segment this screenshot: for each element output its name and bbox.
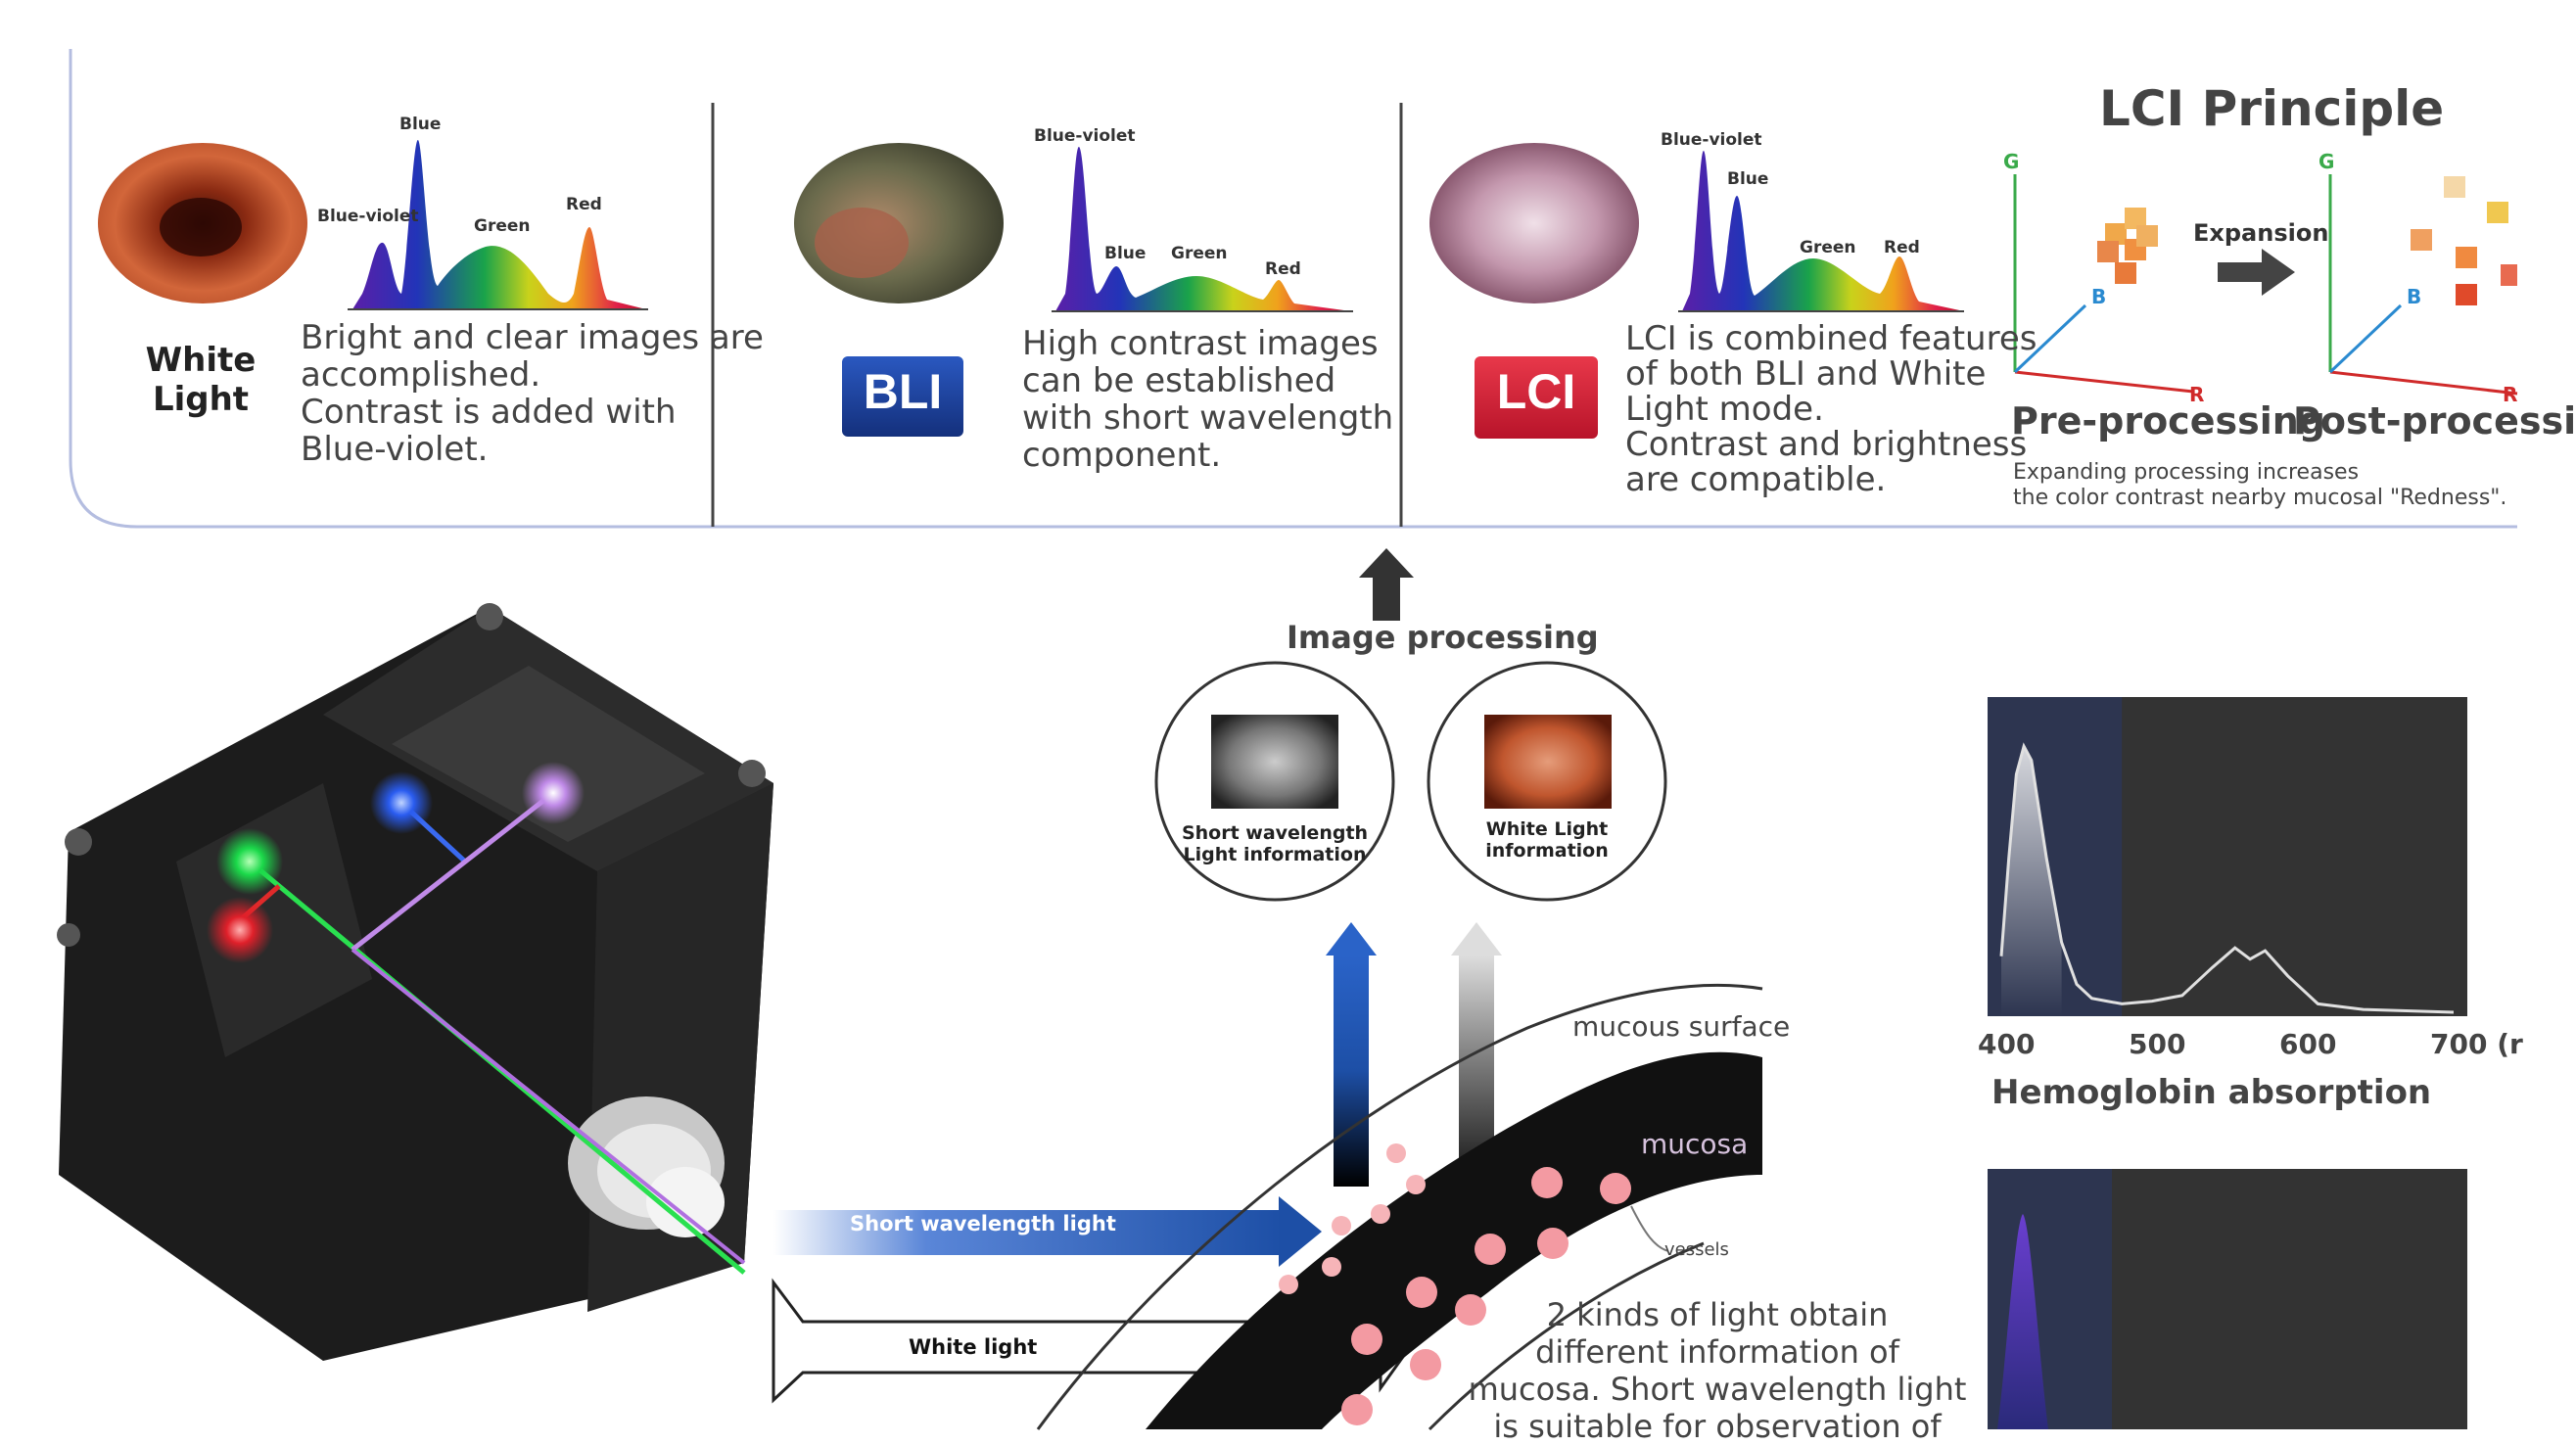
expansion-label: Expansion <box>2193 219 2328 247</box>
spectrum-label-green: Green <box>1800 238 1856 257</box>
lumen <box>160 198 242 256</box>
blue-up-arrow <box>1326 922 1377 1187</box>
lci-principle-title: LCI Principle <box>2099 80 2445 137</box>
lci-description: LCI is combined features of both BLI and… <box>1625 319 2037 499</box>
image-processing-title: Image processing <box>1287 619 1599 656</box>
spectrum-label-blue: Blue <box>1727 169 1768 189</box>
spectrum-label-blue: Blue <box>1104 244 1146 263</box>
color-cluster-post <box>2411 176 2517 305</box>
x-tick-label: 600 <box>2279 1028 2336 1060</box>
second-spectrum-chart <box>1988 1169 2467 1429</box>
absorption-curve <box>1999 742 2455 1014</box>
white-light-title: White Light <box>145 341 257 419</box>
expansion-arrow: Expansion <box>2193 219 2328 296</box>
white-light-info-label: White Light information <box>1485 818 1609 862</box>
white-light-bar-label: White light <box>909 1335 1038 1359</box>
top-frame <box>69 49 2517 529</box>
mucosa-section <box>1036 983 1763 1431</box>
spectrum-label-green: Green <box>1171 244 1228 263</box>
lci-logo: LCI <box>1475 356 1598 439</box>
post-processing-label: Post-processi <box>2293 399 2576 443</box>
spectrum-label-green: Green <box>474 216 531 236</box>
principle-pre-axes: G B R <box>2003 150 2204 406</box>
white-light-description: Bright and clear images are accomplished… <box>301 318 764 469</box>
axis-r-label: R <box>2189 383 2204 406</box>
axis-g-label: G <box>2003 150 2019 173</box>
principle-post-axes: G B R <box>2318 150 2517 406</box>
axis-b-label: B <box>2407 285 2421 308</box>
endoscopy-image-lci <box>1429 143 1639 303</box>
up-arrow-processing <box>1359 548 1414 621</box>
bli-logo: BLI <box>842 356 963 437</box>
spectrum-lci: Blue-violet Blue Green Red <box>1661 130 1964 312</box>
vessels-label: vessels <box>1664 1239 1729 1260</box>
spectrum-label-blue-violet: Blue-violet <box>1034 126 1136 146</box>
lesion <box>815 208 909 278</box>
white-light-bar <box>772 1278 1412 1404</box>
short-wavelength-info-circle <box>1154 661 1395 902</box>
short-wavelength-info-label: Short wavelength Light information <box>1181 822 1369 865</box>
x-tick-label: 500 <box>2129 1028 2185 1060</box>
chart-title: Hemoglobin absorption <box>1991 1073 2432 1112</box>
principle-note: Expanding processing increases the color… <box>2013 460 2507 510</box>
white-light-info-circle <box>1427 661 1667 902</box>
hemoglobin-absorption-chart: 400 500 600 700 (r <box>1978 697 2523 1060</box>
spectrum-label-red: Red <box>566 195 602 214</box>
mucosa-label: mucosa <box>1641 1128 1749 1160</box>
x-tick-label: 400 <box>1978 1028 2035 1060</box>
diagram-canvas: Blue Blue-violet Green Red Blue-violet B… <box>57 49 2523 1431</box>
short-wavelength-light-bar <box>773 1196 1322 1267</box>
short-wavelength-light-label: Short wavelength light <box>850 1212 1116 1235</box>
pre-processing-label: Pre-processing <box>2011 399 2325 443</box>
spectrum-white-light: Blue Blue-violet Green Red <box>317 115 648 310</box>
mucous-surface-label: mucous surface <box>1572 1010 1791 1043</box>
light-source-unit <box>57 603 773 1361</box>
axis-g-label: G <box>2318 150 2334 173</box>
explanation-text: 2 kinds of light obtain different inform… <box>1468 1296 1967 1445</box>
spectrum-label-blue-violet: Blue-violet <box>317 207 419 226</box>
spectrum-label-blue-violet: Blue-violet <box>1661 130 1762 150</box>
color-cluster-pre <box>2097 208 2158 284</box>
axis-b-label: B <box>2091 285 2106 308</box>
spectrum-label-red: Red <box>1265 259 1301 279</box>
spectrum-label-blue: Blue <box>399 115 441 134</box>
absorption-peak-fill <box>2001 746 2062 1016</box>
x-tick-label: 700 (r <box>2430 1028 2523 1060</box>
spectrum-label-red: Red <box>1884 238 1920 257</box>
bli-description: High contrast images can be established … <box>1022 324 1394 475</box>
spectrum-bli: Blue-violet Blue Green Red <box>1034 126 1353 312</box>
axis-r-label: R <box>2503 383 2517 406</box>
